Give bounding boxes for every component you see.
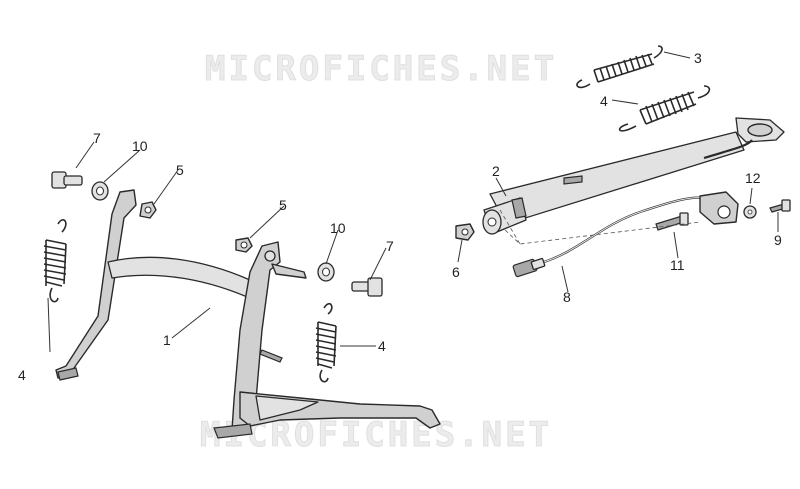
leader-lines — [47, 51, 779, 353]
sidestand-switch-cable — [512, 191, 739, 278]
callout-8: 8 — [563, 289, 571, 305]
callout-10-left: 10 — [132, 138, 148, 154]
screw-11 — [655, 212, 689, 231]
callout-4-mid: 4 — [378, 338, 386, 354]
bolt-7-mid — [351, 277, 383, 297]
callout-10-mid: 10 — [330, 220, 346, 236]
callout-3: 3 — [694, 50, 702, 66]
callout-7-mid: 7 — [386, 238, 394, 254]
assembly-line — [504, 221, 701, 245]
callout-4-left: 4 — [18, 367, 26, 383]
callout-12: 12 — [745, 170, 761, 186]
spring-3 — [576, 45, 663, 89]
nut-6 — [455, 223, 475, 241]
watermark-top: MICROFICHES.NET — [205, 49, 557, 89]
spring-4-mid — [315, 303, 337, 383]
callout-11: 11 — [670, 257, 685, 273]
callout-5-mid: 5 — [279, 197, 287, 213]
screw-9 — [769, 199, 791, 213]
washer-10-left — [91, 181, 109, 201]
bolt-7-left — [51, 171, 83, 189]
side-stand — [482, 117, 785, 235]
center-stand — [55, 189, 441, 439]
callout-1: 1 — [163, 332, 171, 348]
washer-12 — [743, 205, 757, 219]
washer-10-mid — [317, 262, 335, 282]
callout-2: 2 — [492, 163, 500, 179]
spring-4-top — [618, 85, 711, 132]
callout-6: 6 — [452, 264, 460, 280]
callout-5-left: 5 — [176, 162, 184, 178]
callout-4-top: 4 — [600, 93, 608, 109]
callout-9: 9 — [774, 232, 782, 248]
spring-4-left — [43, 219, 67, 303]
nut-5-mid — [235, 237, 253, 253]
nut-5-left — [139, 201, 157, 219]
callout-7-left: 7 — [93, 130, 101, 146]
